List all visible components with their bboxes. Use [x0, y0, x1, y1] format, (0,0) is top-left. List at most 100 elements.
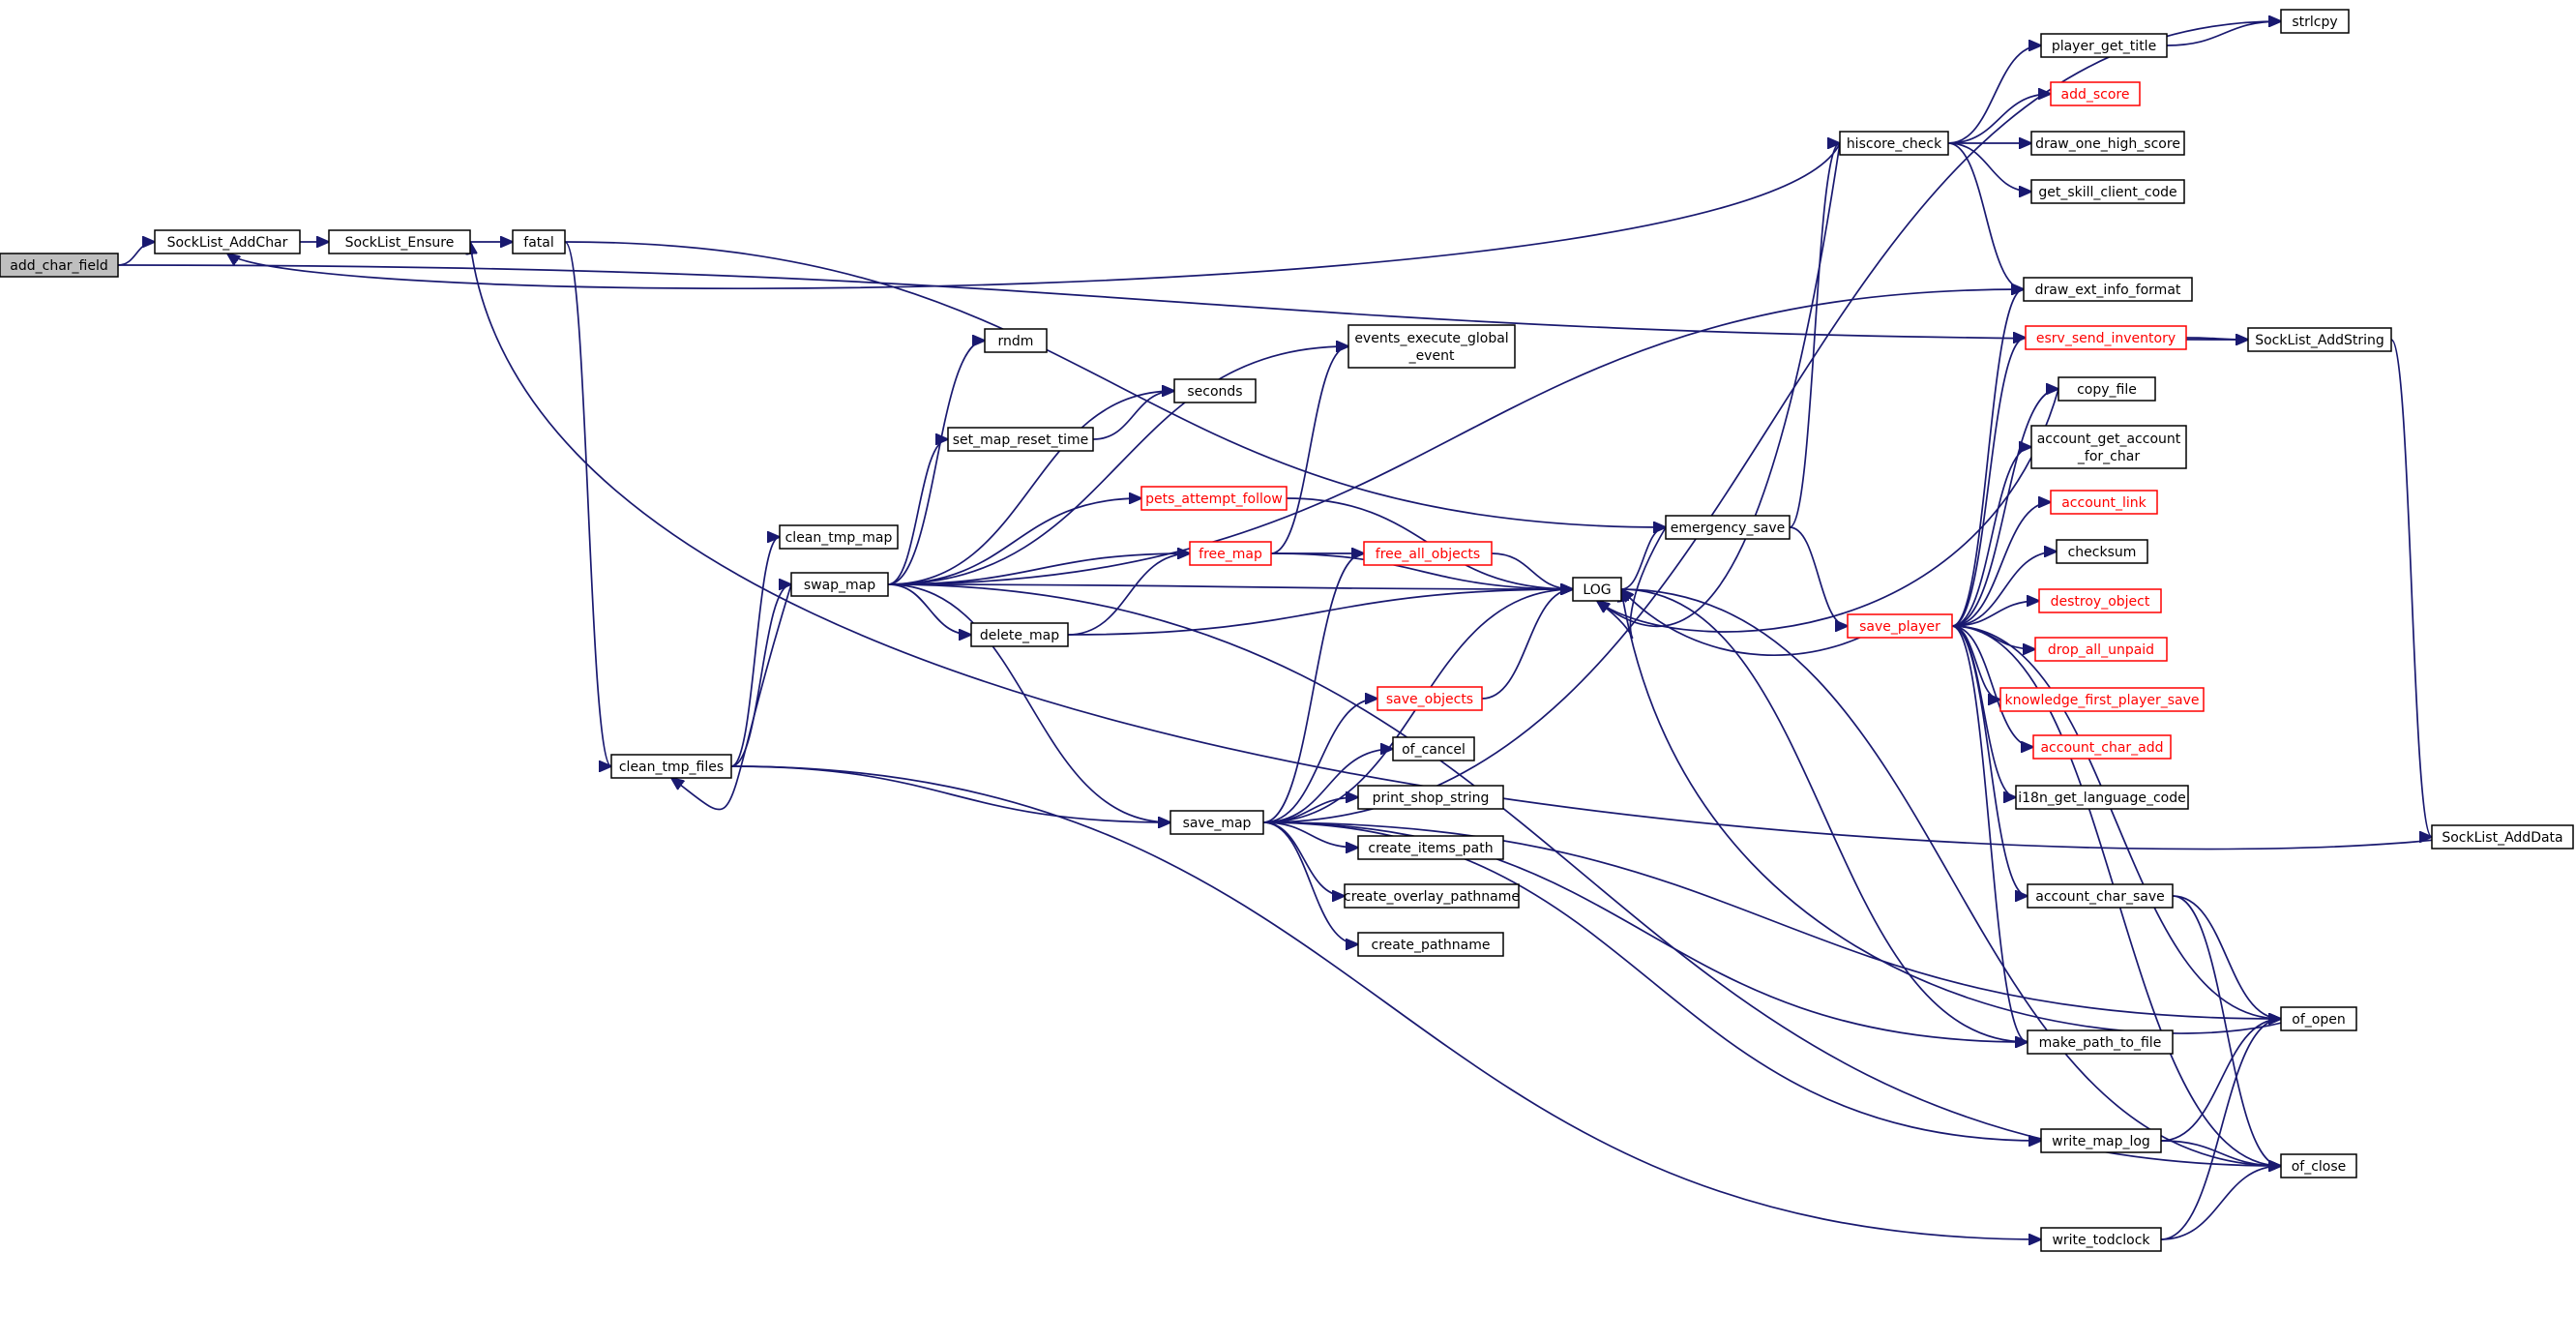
node-drop_all_unpaid[interactable]: drop_all_unpaid — [2034, 637, 2168, 662]
node-box-set_map_reset_time[interactable] — [947, 427, 1094, 452]
node-SockList_AddData[interactable]: SockList_AddData — [2431, 824, 2574, 850]
node-box-account_get_account_for_char[interactable] — [2030, 425, 2187, 469]
node-rndm[interactable]: rndm — [984, 328, 1048, 353]
node-hiscore_check[interactable]: hiscore_check — [1839, 131, 1949, 156]
node-box-add_char_field[interactable] — [0, 253, 119, 278]
node-write_todclock[interactable]: write_todclock — [2040, 1227, 2162, 1252]
node-box-account_char_save[interactable] — [2027, 883, 2174, 909]
node-box-of_open[interactable] — [2280, 1006, 2357, 1031]
node-box-player_get_title[interactable] — [2040, 33, 2168, 58]
node-box-free_map[interactable] — [1189, 541, 1272, 566]
node-box-strlcpy[interactable] — [2280, 9, 2350, 34]
node-fatal[interactable]: fatal — [512, 229, 566, 254]
node-box-draw_one_high_score[interactable] — [2030, 131, 2185, 156]
node-SockList_AddString[interactable]: SockList_AddString — [2247, 327, 2392, 352]
node-box-write_todclock[interactable] — [2040, 1227, 2162, 1252]
node-of_cancel[interactable]: of_cancel — [1392, 736, 1475, 761]
node-free_map[interactable]: free_map — [1189, 541, 1272, 566]
node-of_open[interactable]: of_open — [2280, 1006, 2357, 1031]
node-box-rndm[interactable] — [984, 328, 1048, 353]
node-box-drop_all_unpaid[interactable] — [2034, 637, 2168, 662]
node-box-swap_map[interactable] — [790, 572, 889, 597]
node-account_char_save[interactable]: account_char_save — [2027, 883, 2174, 909]
node-pets_attempt_follow[interactable]: pets_attempt_follow — [1140, 486, 1288, 511]
node-free_all_objects[interactable]: free_all_objects — [1363, 541, 1493, 566]
node-box-esrv_send_inventory[interactable] — [2025, 325, 2187, 350]
node-events_execute_global_event[interactable]: events_execute_global_event — [1347, 324, 1516, 369]
node-box-checksum[interactable] — [2056, 539, 2148, 564]
node-box-free_all_objects[interactable] — [1363, 541, 1493, 566]
node-box-seconds[interactable] — [1173, 378, 1257, 403]
node-box-pets_attempt_follow[interactable] — [1140, 486, 1288, 511]
node-draw_one_high_score[interactable]: draw_one_high_score — [2030, 131, 2185, 156]
node-make_path_to_file[interactable]: make_path_to_file — [2027, 1029, 2174, 1055]
node-box-save_map[interactable] — [1170, 810, 1264, 835]
node-box-LOG[interactable] — [1572, 577, 1622, 602]
node-save_objects[interactable]: save_objects — [1377, 686, 1483, 711]
node-esrv_send_inventory[interactable]: esrv_send_inventory — [2025, 325, 2187, 350]
node-swap_map[interactable]: swap_map — [790, 572, 889, 597]
node-box-draw_ext_info_format[interactable] — [2023, 277, 2193, 302]
node-box-delete_map[interactable] — [970, 622, 1069, 647]
node-box-make_path_to_file[interactable] — [2027, 1029, 2174, 1055]
node-box-SockList_AddChar[interactable] — [154, 229, 301, 254]
node-box-create_items_path[interactable] — [1357, 835, 1504, 860]
node-box-copy_file[interactable] — [2058, 376, 2156, 402]
node-create_items_path[interactable]: create_items_path — [1357, 835, 1504, 860]
node-write_map_log[interactable]: write_map_log — [2040, 1128, 2162, 1153]
node-account_char_add[interactable]: account_char_add — [2032, 734, 2172, 760]
node-box-of_cancel[interactable] — [1392, 736, 1475, 761]
node-destroy_object[interactable]: destroy_object — [2038, 588, 2162, 613]
node-box-write_map_log[interactable] — [2040, 1128, 2162, 1153]
node-LOG[interactable]: LOG — [1572, 577, 1622, 602]
node-box-save_player[interactable] — [1847, 613, 1953, 639]
node-box-print_shop_string[interactable] — [1357, 785, 1504, 810]
node-i18n_get_language_code[interactable]: i18n_get_language_code — [2015, 785, 2189, 810]
node-draw_ext_info_format[interactable]: draw_ext_info_format — [2023, 277, 2193, 302]
node-checksum[interactable]: checksum — [2056, 539, 2148, 564]
node-box-clean_tmp_map[interactable] — [779, 524, 899, 550]
node-box-save_objects[interactable] — [1377, 686, 1483, 711]
node-SockList_AddChar[interactable]: SockList_AddChar — [154, 229, 301, 254]
node-account_link[interactable]: account_link — [2050, 490, 2158, 515]
node-box-add_score[interactable] — [2050, 81, 2141, 106]
node-delete_map[interactable]: delete_map — [970, 622, 1069, 647]
node-box-i18n_get_language_code[interactable] — [2015, 785, 2189, 810]
node-copy_file[interactable]: copy_file — [2058, 376, 2156, 402]
node-box-destroy_object[interactable] — [2038, 588, 2162, 613]
node-emergency_save[interactable]: emergency_save — [1665, 515, 1791, 540]
node-box-account_link[interactable] — [2050, 490, 2158, 515]
node-seconds[interactable]: seconds — [1173, 378, 1257, 403]
node-clean_tmp_map[interactable]: clean_tmp_map — [779, 524, 899, 550]
node-box-SockList_AddString[interactable] — [2247, 327, 2392, 352]
node-save_map[interactable]: save_map — [1170, 810, 1264, 835]
node-add_char_field[interactable]: add_char_field — [0, 253, 119, 278]
node-box-account_char_add[interactable] — [2032, 734, 2172, 760]
node-print_shop_string[interactable]: print_shop_string — [1357, 785, 1504, 810]
node-box-emergency_save[interactable] — [1665, 515, 1791, 540]
node-strlcpy[interactable]: strlcpy — [2280, 9, 2350, 34]
node-SockList_Ensure[interactable]: SockList_Ensure — [328, 229, 471, 254]
node-knowledge_first_player_save[interactable]: knowledge_first_player_save — [1999, 687, 2205, 712]
node-get_skill_client_code[interactable]: get_skill_client_code — [2030, 179, 2185, 204]
node-of_close[interactable]: of_close — [2280, 1153, 2357, 1178]
node-box-of_close[interactable] — [2280, 1153, 2357, 1178]
node-create_overlay_pathname[interactable]: create_overlay_pathname — [1344, 883, 1520, 909]
node-account_get_account_for_char[interactable]: account_get_account_for_char — [2030, 425, 2187, 469]
node-box-hiscore_check[interactable] — [1839, 131, 1949, 156]
node-create_pathname[interactable]: create_pathname — [1357, 932, 1504, 957]
node-add_score[interactable]: add_score — [2050, 81, 2141, 106]
node-box-clean_tmp_files[interactable] — [610, 754, 732, 779]
node-box-SockList_AddData[interactable] — [2431, 824, 2574, 850]
node-set_map_reset_time[interactable]: set_map_reset_time — [947, 427, 1094, 452]
node-box-create_pathname[interactable] — [1357, 932, 1504, 957]
node-box-knowledge_first_player_save[interactable] — [1999, 687, 2205, 712]
node-box-fatal[interactable] — [512, 229, 566, 254]
node-box-get_skill_client_code[interactable] — [2030, 179, 2185, 204]
node-box-create_overlay_pathname[interactable] — [1344, 883, 1520, 909]
node-box-SockList_Ensure[interactable] — [328, 229, 471, 254]
node-clean_tmp_files[interactable]: clean_tmp_files — [610, 754, 732, 779]
node-box-events_execute_global_event[interactable] — [1347, 324, 1516, 369]
node-player_get_title[interactable]: player_get_title — [2040, 33, 2168, 58]
node-save_player[interactable]: save_player — [1847, 613, 1953, 639]
